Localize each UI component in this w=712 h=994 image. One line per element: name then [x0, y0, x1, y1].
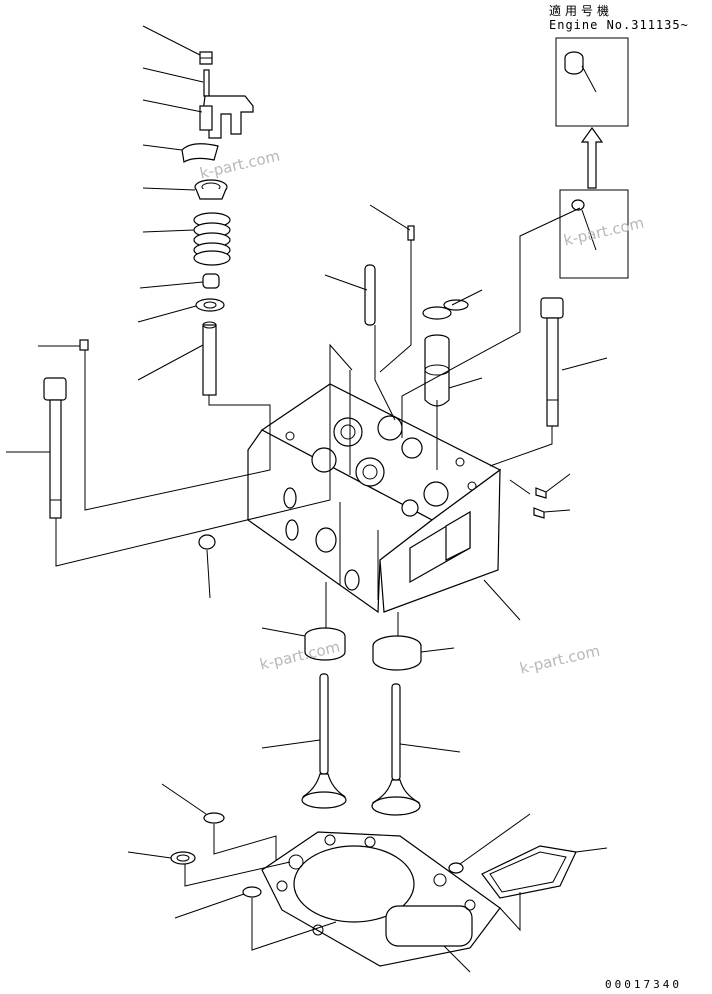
inset-old-plug	[559, 189, 629, 279]
valve-train-stack	[181, 51, 254, 396]
exhaust-valve	[371, 683, 421, 816]
head-bolt-left	[43, 377, 67, 519]
head-bolt-right	[540, 297, 564, 427]
cover-gasket	[481, 845, 577, 899]
valve-seat-right	[372, 635, 422, 671]
injector-sleeve	[422, 306, 452, 407]
inset-new-plug	[555, 37, 629, 127]
arrow-up-icon	[580, 126, 604, 189]
valve-seat-left	[304, 627, 346, 661]
leader-lines	[6, 25, 608, 973]
applicability-header: 適用号機	[549, 4, 614, 18]
head-gasket	[261, 831, 501, 967]
intake-valve	[301, 673, 347, 809]
figure-number: 00017340	[605, 978, 682, 991]
engine-number-label: Engine No.311135~	[549, 18, 689, 32]
cylinder-head	[247, 383, 502, 614]
